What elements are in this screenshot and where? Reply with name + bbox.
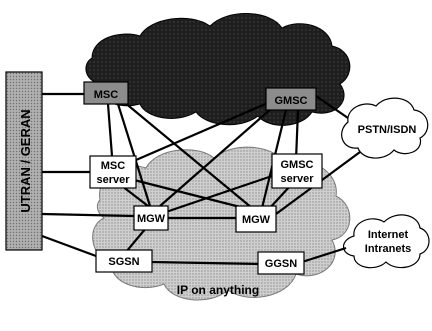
link-utran-mgw-left bbox=[41, 212, 135, 218]
link-msc-mgw-left bbox=[116, 103, 152, 207]
msc-node: MSC bbox=[83, 81, 129, 105]
ggsn-node: GGSN bbox=[257, 251, 305, 275]
ip-cloud-label: IP on anything bbox=[177, 283, 259, 297]
link-gmsc-gmsc-server bbox=[294, 109, 300, 161]
msc-server-label-line2: server bbox=[96, 174, 130, 186]
sgsn-label: SGSN bbox=[108, 256, 139, 268]
sgsn-node: SGSN bbox=[95, 249, 153, 273]
ggsn-label: GGSN bbox=[265, 258, 297, 270]
gmsc-server-node: GMSC server bbox=[271, 153, 323, 189]
mgw-left-label: MGW bbox=[137, 213, 166, 225]
utran-geran-label: UTRAN / GERAN bbox=[18, 109, 33, 212]
link-gmsc-server-mgw-left bbox=[165, 174, 273, 214]
link-sgsn-mgw-left bbox=[125, 227, 147, 253]
link-ggsn-internet bbox=[301, 246, 347, 264]
msc-server-node: MSC server bbox=[89, 155, 137, 189]
link-msc-msc-server bbox=[106, 103, 114, 157]
link-gmsc-mgw-left bbox=[159, 107, 273, 207]
gmsc-node: GMSC bbox=[265, 87, 317, 111]
utran-geran-bar: UTRAN / GERAN bbox=[5, 71, 43, 251]
link-gmsc-pstn bbox=[315, 95, 349, 119]
internet-label: Internet bbox=[368, 229, 409, 241]
pstn-isdn-label: PSTN/ISDN bbox=[358, 124, 417, 136]
link-msc-server-mgw-right bbox=[133, 178, 253, 212]
link-utran-sgsn bbox=[41, 234, 97, 258]
link-gmsc-msc-server bbox=[135, 100, 271, 162]
gmsc-server-label-line2: server bbox=[280, 173, 314, 185]
gmsc-label: GMSC bbox=[275, 95, 308, 107]
mgw-right-label: MGW bbox=[242, 214, 271, 226]
internet-intranets-cloud: Internet Intranets bbox=[342, 214, 430, 269]
link-msc-server-mgw-left bbox=[121, 185, 149, 207]
link-sgsn-ggsn bbox=[149, 260, 261, 266]
mgw-right-node: MGW bbox=[235, 205, 277, 233]
gmsc-server-label-line1: GMSC bbox=[281, 159, 314, 171]
msc-label: MSC bbox=[94, 89, 119, 101]
mgw-left-node: MGW bbox=[133, 205, 169, 231]
pstn-isdn-cloud: PSTN/ISDN bbox=[341, 97, 429, 159]
msc-server-label-line1: MSC bbox=[101, 160, 126, 172]
intranets-label: Intranets bbox=[365, 243, 411, 255]
